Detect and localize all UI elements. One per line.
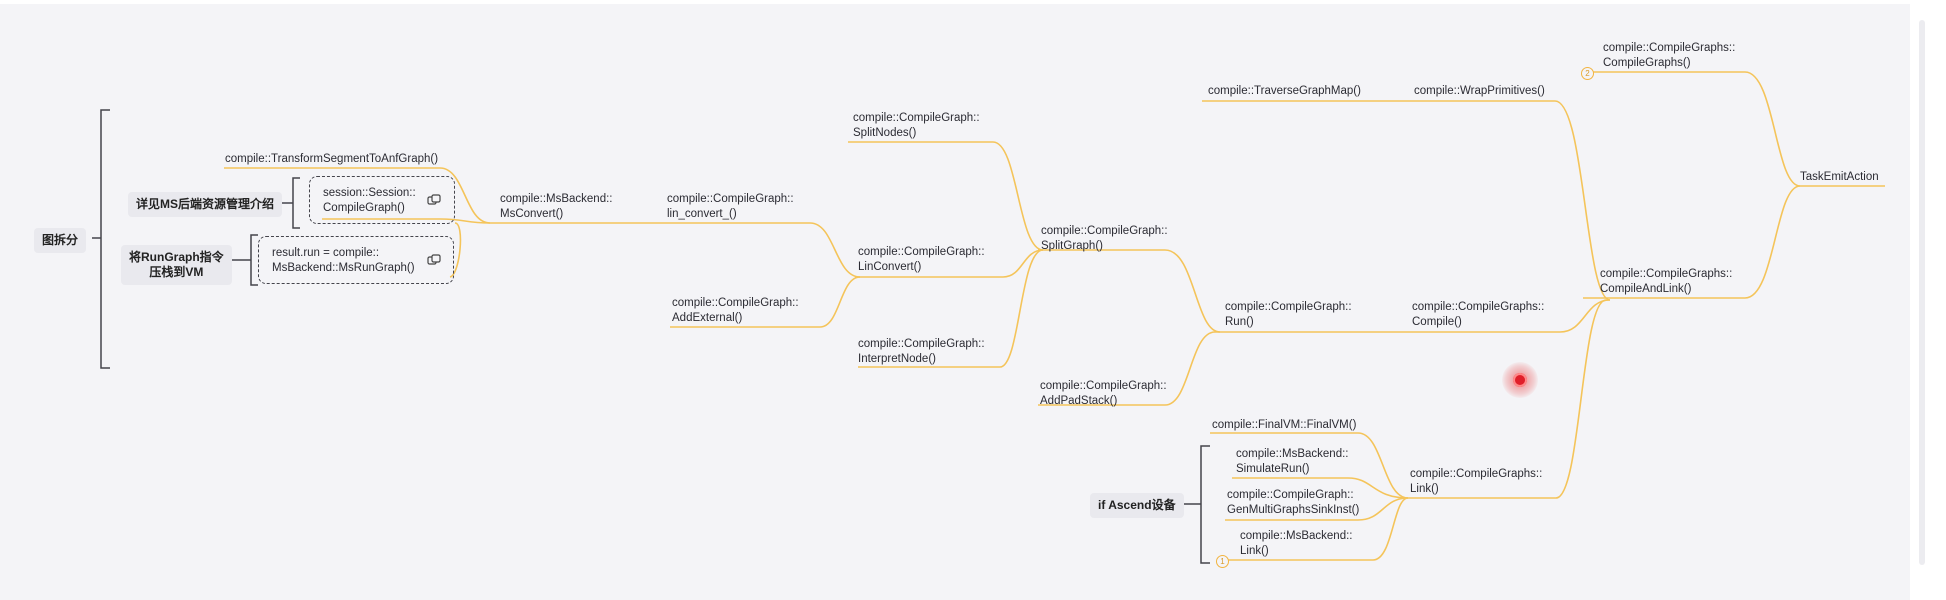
root-bracket (100, 109, 110, 369)
node-compile[interactable]: compile::CompileGraphs:: Compile() (1412, 301, 1545, 328)
node-lin-convert[interactable]: compile::CompileGraph:: LinConvert() (858, 246, 985, 273)
node-final-vm[interactable]: compile::FinalVM::FinalVM() (1212, 419, 1357, 431)
node-compile-graphs[interactable]: compile::CompileGraphs:: CompileGraphs() (1603, 42, 1736, 69)
node-traverse-graph-map[interactable]: compile::TraverseGraphMap() (1208, 85, 1361, 97)
scrollbar-track[interactable] (1919, 20, 1925, 565)
root-node[interactable]: 图拆分 (34, 228, 87, 253)
node-split-graph[interactable]: compile::CompileGraph:: SplitGraph() (1041, 225, 1168, 252)
bracket-ascend (1200, 445, 1210, 564)
node-add-external[interactable]: compile::CompileGraph:: AddExternal() (672, 297, 799, 324)
bracket-rungraph (250, 234, 258, 286)
box-session-compile-graph[interactable]: session::Session:: CompileGraph() (309, 176, 455, 224)
bracket-ms (292, 177, 300, 229)
top-strip (0, 0, 1946, 4)
chip-ms-backend-resources[interactable]: 详见MS后端资源管理介绍 (128, 192, 283, 217)
node-gen-multi-graphs[interactable]: compile::CompileGraph:: GenMultiGraphsSi… (1227, 489, 1360, 516)
copy-icon[interactable] (427, 253, 441, 267)
cursor-indicator (1513, 373, 1527, 387)
box-session-label: session::Session:: CompileGraph() (323, 187, 416, 214)
right-margin (1910, 0, 1946, 600)
node-simulate-run[interactable]: compile::MsBackend:: SimulateRun() (1236, 448, 1349, 475)
node-compile-graphs-link[interactable]: compile::CompileGraphs:: Link() (1410, 468, 1543, 495)
node-transform-segment[interactable]: compile::TransformSegmentToAnfGraph() (225, 153, 439, 165)
node-task-emit-action[interactable]: TaskEmitAction (1800, 171, 1879, 183)
copy-icon[interactable] (427, 193, 441, 207)
node-interpret-node[interactable]: compile::CompileGraph:: InterpretNode() (858, 338, 985, 365)
chip-rungraph-push-vm[interactable]: 将RunGraph指令 压栈到VM (121, 245, 232, 285)
yellow-branches (224, 71, 1885, 561)
node-lin-convert-underscore[interactable]: compile::CompileGraph:: lin_convert_() (667, 193, 794, 220)
box-result-run[interactable]: result.run = compile:: MsBackend::MsRunG… (258, 236, 454, 284)
node-wrap-primitives[interactable]: compile::WrapPrimitives() (1414, 85, 1545, 97)
node-ms-convert[interactable]: compile::MsBackend:: MsConvert() (500, 193, 613, 220)
node-compile-and-link[interactable]: compile::CompileGraphs:: CompileAndLink(… (1600, 268, 1733, 295)
badge-two[interactable]: 2 (1581, 67, 1594, 80)
box-result-label: result.run = compile:: MsBackend::MsRunG… (272, 247, 415, 274)
node-ms-backend-link[interactable]: compile::MsBackend:: Link() (1240, 530, 1353, 557)
node-run[interactable]: compile::CompileGraph:: Run() (1225, 301, 1352, 328)
node-add-pad-stack[interactable]: compile::CompileGraph:: AddPadStack() (1040, 380, 1167, 407)
node-split-nodes[interactable]: compile::CompileGraph:: SplitNodes() (853, 112, 980, 139)
chip-if-ascend[interactable]: if Ascend设备 (1090, 493, 1184, 518)
badge-one[interactable]: 1 (1216, 555, 1229, 568)
